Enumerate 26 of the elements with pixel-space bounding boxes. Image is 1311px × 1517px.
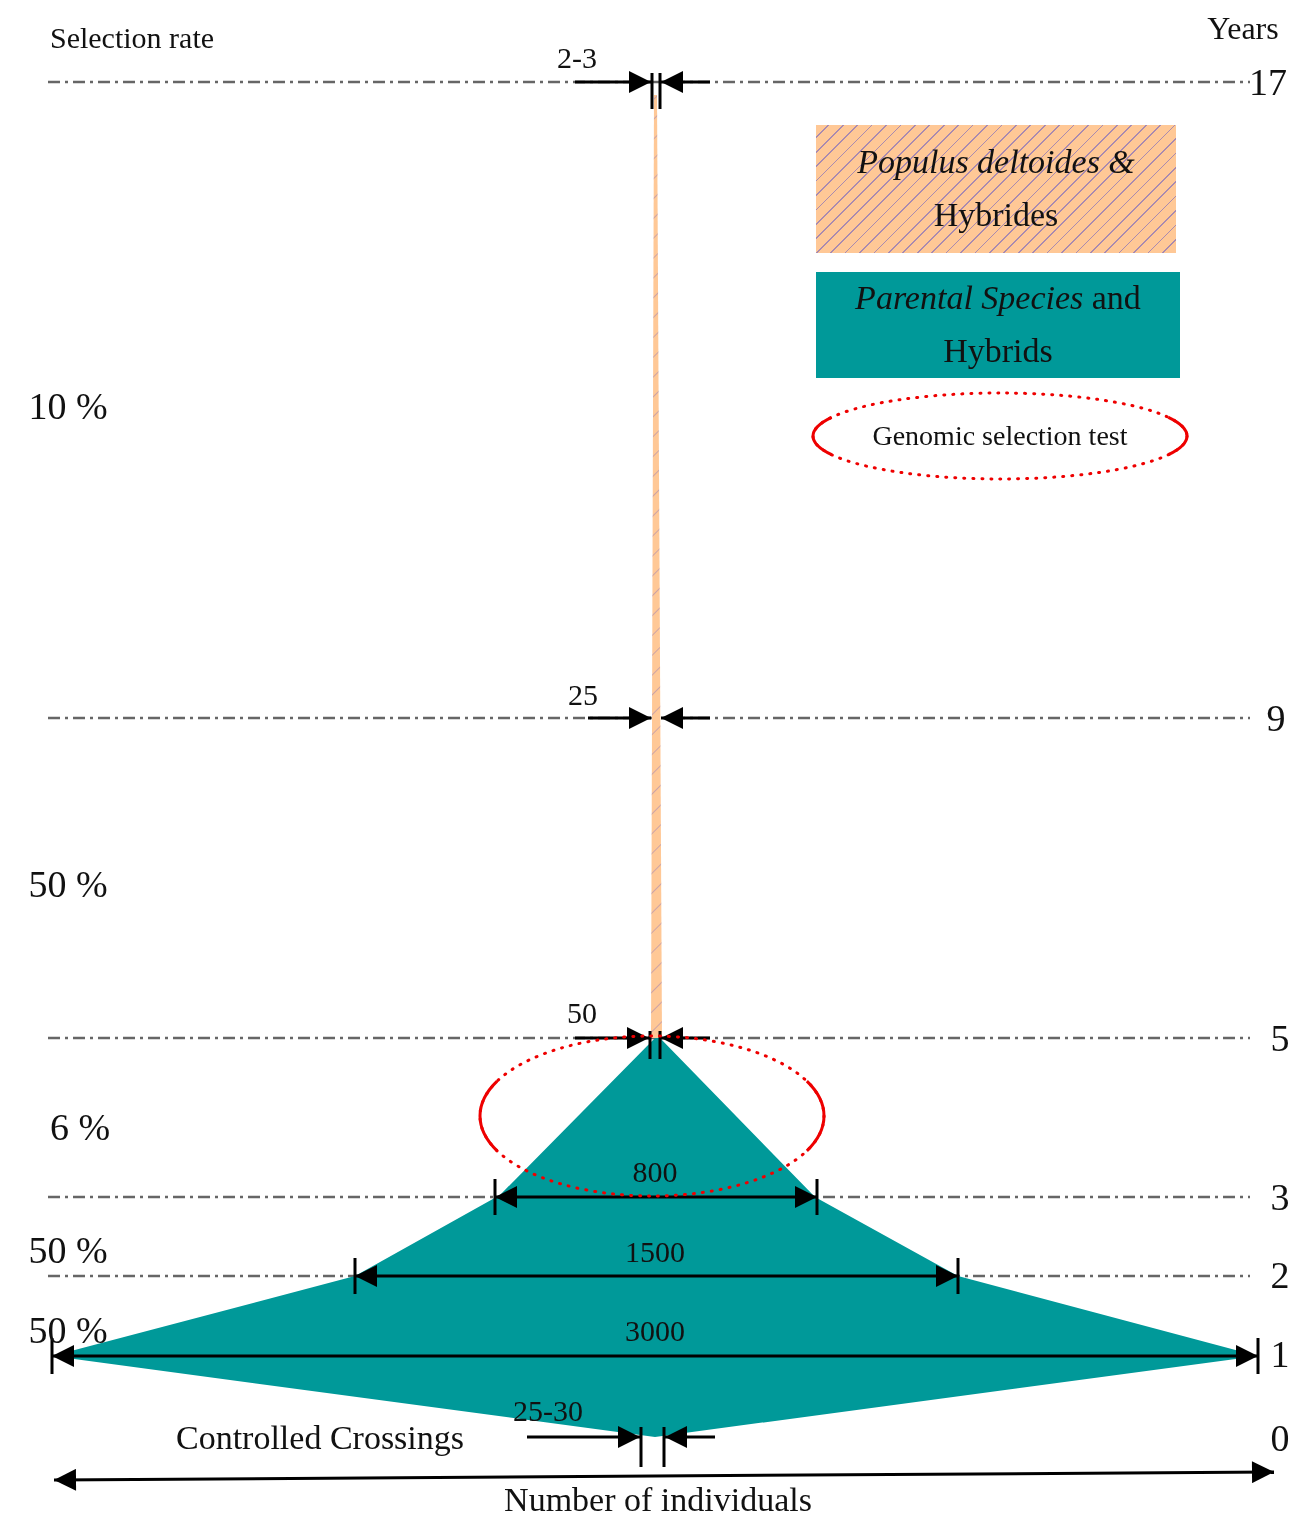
axis-label: 6 % xyxy=(49,1108,111,1146)
legend-label: Parental Species and Hybrids xyxy=(854,278,1142,371)
axis-label: 2-3 xyxy=(557,43,597,73)
axis-label: Number of individuals xyxy=(504,1483,812,1517)
axis-label: 50 % xyxy=(28,865,108,903)
axis-label: 800 xyxy=(632,1157,678,1187)
axis-label: Selection rate xyxy=(49,23,215,53)
axis-label: 1 xyxy=(1270,1335,1290,1373)
axis-label: 17 xyxy=(1249,63,1287,101)
axis-label: 2 xyxy=(1270,1256,1290,1294)
axis-label: 9 xyxy=(1266,699,1286,737)
axis-label: Controlled Crossings xyxy=(175,1421,465,1455)
axis-label: 10 % xyxy=(28,387,108,425)
legend-label: Populus deltoides & Hybrides xyxy=(856,142,1136,235)
axis-label: 50 % xyxy=(28,1231,108,1269)
axis-label: 0 xyxy=(1270,1419,1290,1457)
axis-label: 1500 xyxy=(625,1237,685,1267)
axis-label: 50 xyxy=(567,998,597,1028)
legend-label: Genomic selection test xyxy=(872,419,1128,454)
axis-label: 25 xyxy=(568,680,598,710)
axis-label: 5 xyxy=(1270,1019,1290,1057)
axis-label: 50 % xyxy=(28,1311,108,1349)
axis-label: 25-30 xyxy=(513,1396,583,1426)
axis-label: 3000 xyxy=(625,1316,685,1346)
axis-label: 3 xyxy=(1270,1178,1290,1216)
axis-label: Years xyxy=(1207,12,1279,44)
